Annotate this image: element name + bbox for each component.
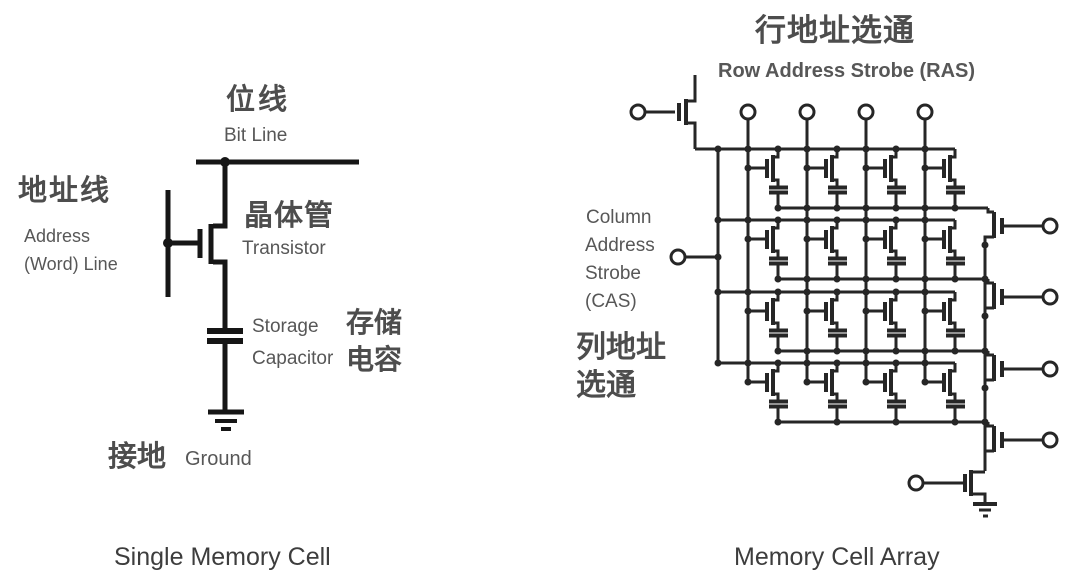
row-output-terminal — [1041, 360, 1059, 378]
memory-cell — [803, 288, 847, 355]
row-select-transistor — [778, 275, 1059, 320]
output-transistor — [907, 470, 987, 504]
memory-cell — [744, 288, 788, 355]
cas-label-zh-2: 选通 — [576, 369, 636, 402]
cas-label-line-2: Address — [585, 235, 655, 256]
cas-label-zh-1: 列地址 — [576, 331, 666, 364]
cas-line — [669, 145, 722, 367]
transistor-label-en: Transistor — [242, 238, 326, 259]
memory-cell — [921, 359, 965, 426]
memory-cell — [862, 359, 906, 426]
ras-title-en: Row Address Strobe (RAS) — [718, 60, 976, 82]
address-line-label-zh: 地址线 — [18, 175, 112, 207]
storage-capacitor-label-en-2: Capacitor — [252, 348, 334, 369]
column-line — [857, 103, 875, 382]
address-line-label-en-1: Address — [24, 226, 91, 246]
bitline-junction-dot — [220, 157, 230, 167]
memory-cell-array-circuit — [629, 75, 1059, 518]
ground-label-en: Ground — [185, 448, 252, 470]
bit-line-label-zh: 位线 — [226, 84, 291, 116]
transistor-source-wire — [213, 259, 228, 331]
transistor-drain-wire — [213, 162, 228, 229]
ras-terminal — [916, 103, 934, 121]
ground-label-zh: 接地 — [108, 441, 167, 473]
column-line — [739, 103, 757, 382]
ras-title-zh: 行地址选通 — [755, 13, 915, 48]
storage-capacitor-label-en-1: Storage — [252, 316, 319, 337]
column-line — [916, 103, 934, 382]
row-select-transistor — [778, 206, 1059, 249]
output-gate-terminal — [907, 474, 925, 492]
memory-cell — [921, 216, 965, 283]
wordline-junction-dot — [163, 238, 173, 248]
row-select-transistor — [778, 347, 1059, 392]
bit-line-label-en: Bit Line — [224, 125, 288, 146]
memory-cell — [862, 216, 906, 283]
transistor-label-zh: 晶体管 — [244, 200, 335, 232]
cas-terminal — [669, 248, 687, 266]
array-ground-symbol — [973, 502, 997, 518]
memory-cell — [862, 145, 906, 212]
cas-label-line-1: Column — [586, 207, 652, 228]
memory-cell — [862, 288, 906, 355]
memory-cell — [803, 216, 847, 283]
memory-cell — [803, 145, 847, 212]
storage-capacitor-label-zh-1: 存储 — [346, 307, 403, 338]
ras-driver-transistor — [629, 75, 697, 149]
memory-cell — [744, 359, 788, 426]
memory-cell — [744, 216, 788, 283]
single-memory-cell-circuit — [163, 157, 359, 431]
cas-label-line-3: Strobe — [585, 263, 641, 284]
memory-cell — [921, 288, 965, 355]
ras-input-terminal — [629, 103, 647, 121]
address-line-label-en-2: (Word) Line — [24, 254, 118, 274]
row-select-transistor — [778, 418, 1059, 459]
ras-terminal — [739, 103, 757, 121]
memory-cell — [803, 359, 847, 426]
memory-cell — [744, 145, 788, 212]
memory-cell — [921, 145, 965, 212]
ras-terminal — [857, 103, 875, 121]
ground-symbol — [208, 409, 244, 431]
cas-label-line-4: (CAS) — [585, 291, 637, 312]
left-caption: Single Memory Cell — [114, 543, 331, 570]
word-line-buses — [695, 147, 955, 365]
storage-capacitor-label-zh-2: 电容 — [346, 344, 403, 375]
row-output-terminal — [1041, 288, 1059, 306]
row-output-terminal — [1041, 431, 1059, 449]
ras-terminal — [798, 103, 816, 121]
row-output-terminal — [1041, 217, 1059, 235]
right-caption: Memory Cell Array — [734, 543, 940, 570]
column-line — [798, 103, 816, 382]
